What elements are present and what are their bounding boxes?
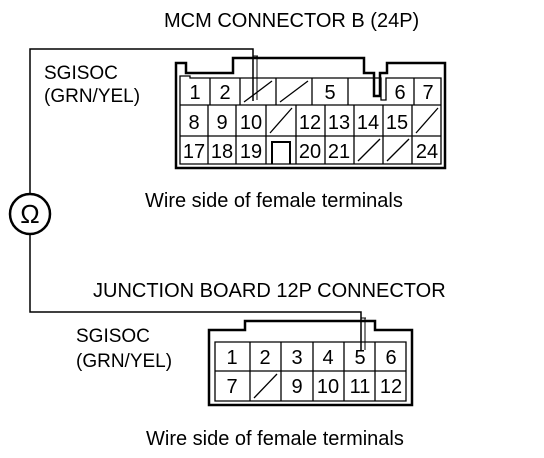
mcm-terminal: 20 — [299, 141, 321, 163]
mcm-terminal: 21 — [328, 141, 350, 163]
junction-terminal: 10 — [317, 376, 339, 398]
junction-connector — [207, 319, 414, 407]
mcm-terminal: 6 — [394, 82, 405, 104]
junction-connector-title: JUNCTION BOARD 12P CONNECTOR — [93, 280, 446, 302]
junction-wire-color: (GRN/YEL) — [76, 351, 172, 372]
mcm-terminal: 9 — [216, 112, 227, 134]
mcm-terminal-numbers: 1 2 5 6 7 8 9 10 12 13 14 15 17 18 19 20… — [183, 82, 438, 163]
junction-terminal: 1 — [226, 347, 237, 369]
mcm-terminal: 10 — [240, 112, 262, 134]
mcm-connector-title: MCM CONNECTOR B (24P) — [164, 10, 419, 32]
mcm-terminal: 8 — [188, 112, 199, 134]
junction-terminal: 12 — [380, 376, 402, 398]
junction-terminal-numbers: 1 2 3 4 5 6 7 9 10 11 12 — [226, 347, 402, 398]
mcm-terminal: 15 — [386, 112, 408, 134]
junction-terminal: 3 — [291, 347, 302, 369]
junction-terminal: 5 — [354, 347, 365, 369]
junction-terminal: 7 — [226, 376, 237, 398]
mcm-terminal: 19 — [240, 141, 262, 163]
junction-terminal: 2 — [259, 347, 270, 369]
mcm-caption: Wire side of female terminals — [145, 190, 403, 212]
mcm-wire-label: SGISOC — [44, 63, 118, 84]
mcm-terminal: 13 — [328, 112, 350, 134]
mcm-terminal: 1 — [189, 82, 200, 104]
junction-test-lead — [29, 234, 362, 350]
junction-terminal: 4 — [322, 347, 333, 369]
mcm-connector — [174, 56, 447, 170]
mcm-terminal: 18 — [211, 141, 233, 163]
mcm-terminal: 17 — [183, 141, 205, 163]
junction-terminal: 9 — [291, 376, 302, 398]
mcm-terminal: 14 — [357, 112, 379, 134]
junction-wire-label: SGISOC — [76, 326, 150, 347]
mcm-terminal: 24 — [416, 141, 438, 163]
junction-terminal: 11 — [350, 376, 371, 398]
ohmmeter-icon: Ω — [8, 192, 52, 236]
mcm-terminal: 2 — [219, 82, 230, 104]
junction-terminal: 6 — [385, 347, 396, 369]
mcm-terminal: 7 — [422, 82, 433, 104]
ohm-symbol: Ω — [20, 199, 39, 229]
mcm-terminal: 5 — [324, 82, 335, 104]
mcm-wire-color: (GRN/YEL) — [44, 86, 140, 107]
mcm-terminal: 12 — [299, 112, 321, 134]
junction-caption: Wire side of female terminals — [146, 428, 404, 450]
mcm-test-lead — [29, 48, 254, 194]
